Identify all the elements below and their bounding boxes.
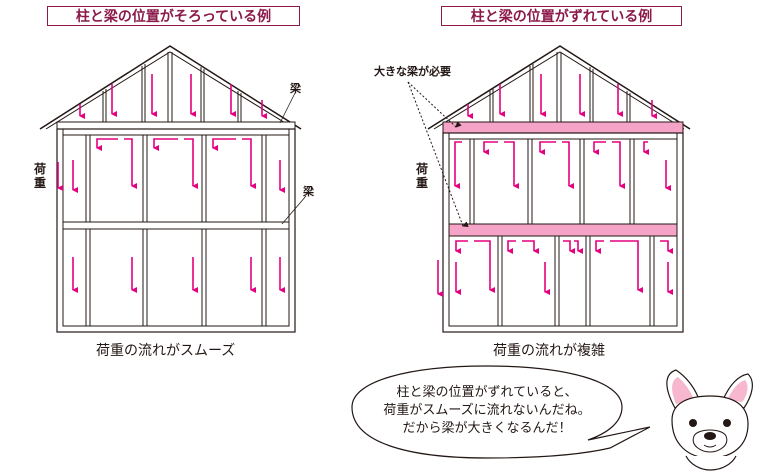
right-mid-beam [448,223,678,237]
left-top-beam-leader [279,92,296,124]
left-beam-label-mid: 梁 [303,185,314,198]
right-top-beam [442,121,684,134]
right-house [427,45,691,333]
left-mid-beam [62,221,290,230]
speech-bubble [351,365,651,459]
left-beam-label-top: 梁 [290,82,301,95]
right-caption: 荷重の流れが複雑 [493,343,605,359]
left-load-label: 荷重 [34,162,47,190]
left-caption: 荷重の流れがスムーズ [96,343,236,359]
right-load-arrows [454,74,673,295]
left-house [39,45,302,333]
right-roof [427,45,691,130]
dog-mascot [666,369,753,471]
left-load-arrows [72,74,285,293]
right-note: 大きな梁が必要 [374,65,451,78]
left-title: 柱と梁の位置がそろっている例 [47,6,300,26]
left-top-beam [56,121,296,130]
bubble-line-1: 柱と梁の位置がずれていると、 [396,385,578,400]
left-mid-beam-leader [281,195,307,225]
right-title: 柱と梁の位置がずれている例 [441,6,682,26]
left-roof [39,45,302,130]
bubble-line-2: 荷重がスムーズに流れないんだね。 [383,403,591,418]
right-load-label: 荷重 [416,162,429,190]
bubble-line-3: だから梁が大きくなるんだ！ [402,421,572,436]
right-note-leaders [407,81,469,228]
